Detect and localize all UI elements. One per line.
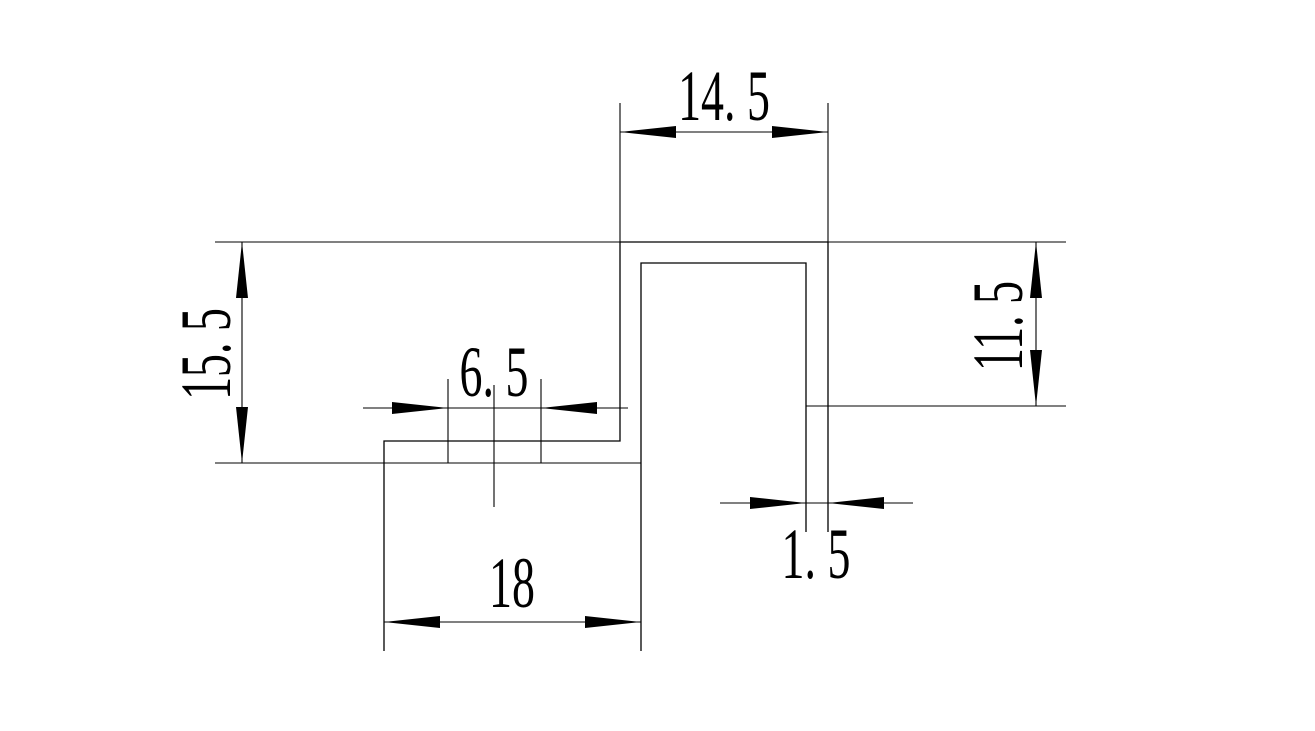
arrowhead — [585, 616, 641, 628]
arrowhead — [236, 407, 248, 463]
dimension-lines — [241, 131, 1037, 623]
arrowhead — [750, 497, 806, 509]
arrowhead — [541, 402, 597, 414]
dimension-label-left-height: 15. 5 — [167, 308, 247, 400]
arrowhead — [828, 497, 884, 509]
arrowhead — [772, 126, 828, 138]
profile-outer-edge — [383, 241, 828, 651]
extension-lines — [215, 103, 1066, 507]
dimension-label-wall-thickness: 1. 5 — [782, 515, 851, 595]
dimension-label-right-height: 11. 5 — [959, 281, 1039, 371]
arrowhead — [620, 126, 676, 138]
arrowhead — [384, 616, 440, 628]
arrowhead — [1030, 242, 1042, 298]
dimension-label-bottom-width: 18 — [489, 544, 535, 624]
arrowhead — [236, 242, 248, 298]
dimension-label-gap: 6. 5 — [460, 333, 529, 413]
dimension-label-top-width: 14. 5 — [678, 57, 770, 137]
arrowheads — [236, 126, 1042, 628]
profile-outline — [383, 241, 829, 651]
arrowhead — [1030, 350, 1042, 406]
profile-inner-edge — [640, 262, 807, 651]
arrowhead — [392, 402, 448, 414]
